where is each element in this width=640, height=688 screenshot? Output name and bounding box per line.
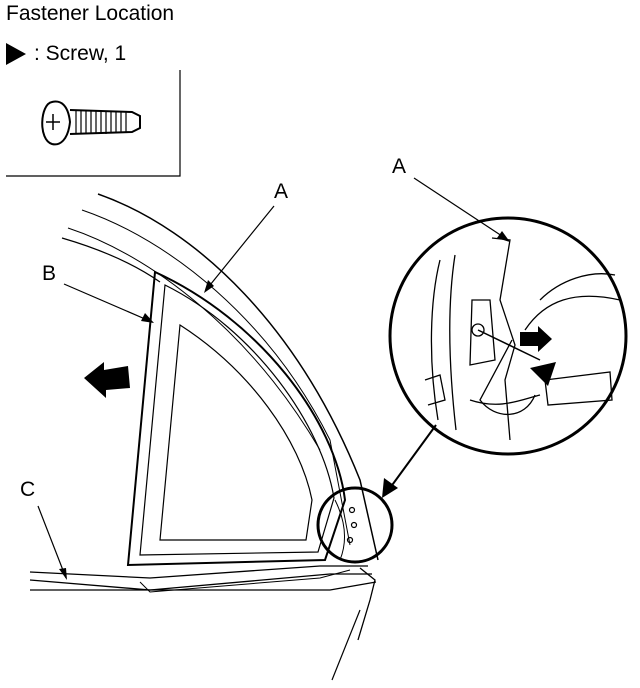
screw-icon (41, 100, 141, 146)
filled-triangle-icon (530, 362, 556, 386)
legend-box-border (6, 70, 181, 177)
callout-a-detail: A (392, 155, 407, 178)
legend-label: : Screw, 1 (34, 42, 127, 65)
triangle-marker-icon (6, 43, 26, 65)
arrow-left-icon (84, 362, 130, 398)
arrow-right-icon (520, 326, 552, 352)
quarter-glass (126, 270, 347, 567)
callout-leaders (37, 177, 509, 579)
callout-b: B (42, 262, 57, 285)
leader-arrow (382, 424, 437, 498)
callout-c: C (20, 478, 36, 501)
detail-circle-large (388, 216, 628, 456)
belt-line (29, 565, 377, 641)
fastener-legend: : Screw, 1 (6, 42, 126, 66)
diagram-title: Fastener Location (6, 2, 175, 25)
callout-a-main: A (274, 180, 289, 203)
detail-circle-small (316, 486, 394, 564)
